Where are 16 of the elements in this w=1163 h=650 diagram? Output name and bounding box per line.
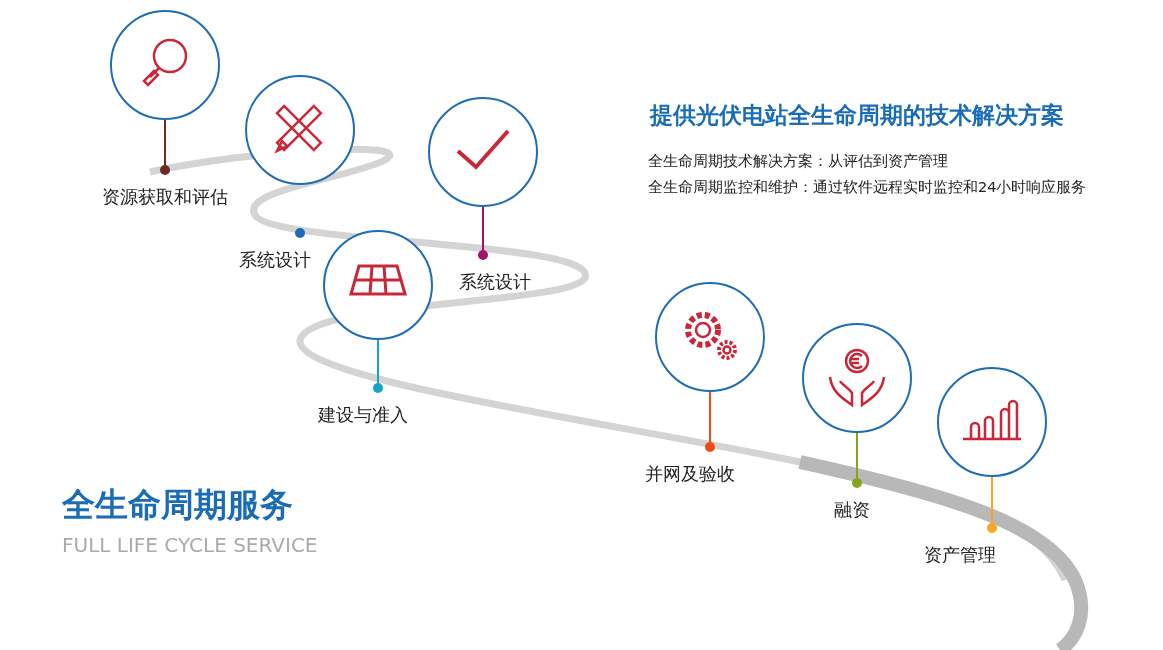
leader-line <box>709 391 711 443</box>
stage-label: 系统设计 <box>459 270 531 294</box>
stage-label: 融资 <box>834 498 870 522</box>
leader-line <box>377 339 379 384</box>
stage-label: 资源获取和评估 <box>102 185 228 209</box>
stage-label: 并网及验收 <box>645 462 735 486</box>
body-text: 全生命周期监控和维护：通过软件远程实时监控和24小时响应服务 <box>648 178 1087 197</box>
stage-label: 建设与准入 <box>318 403 408 427</box>
subtitle: FULL LIFE CYCLE SERVICE <box>62 533 318 557</box>
section-title: 全生命周期服务 <box>62 484 293 526</box>
heading: 提供光伏电站全生命周期的技术解决方案 <box>650 101 1064 130</box>
body-text: 全生命周期技术解决方案：从评估到资产管理 <box>648 152 948 171</box>
stage-label: 系统设计 <box>239 248 311 272</box>
stage-label: 资产管理 <box>924 543 996 567</box>
leader-line <box>482 206 484 251</box>
leader-line <box>164 119 166 166</box>
